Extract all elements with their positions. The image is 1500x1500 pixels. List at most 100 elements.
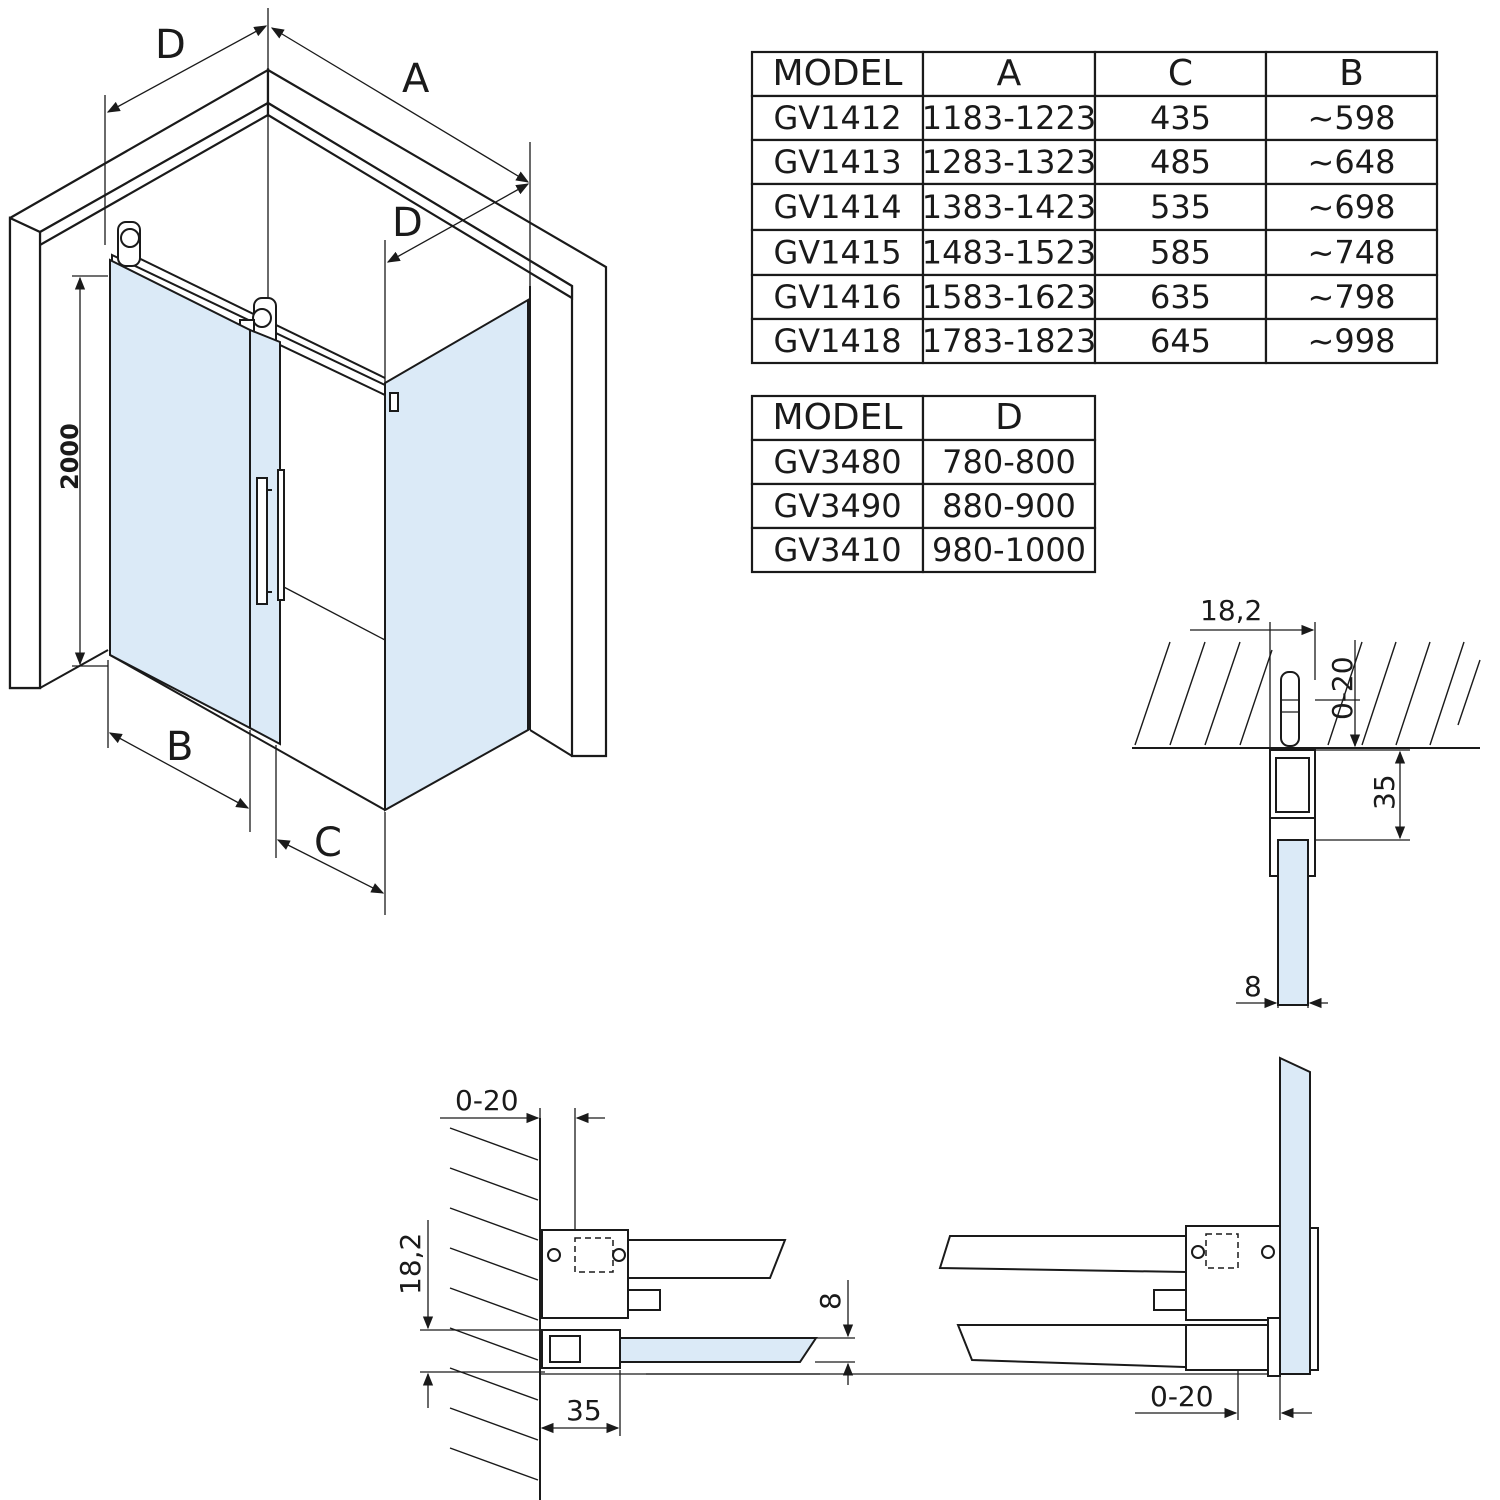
table-cell-text: ~648 [1308,143,1396,181]
dimension-b: B [107,660,251,832]
dimension-d-top: D [104,8,269,245]
detail-glass [1277,839,1309,1006]
wall-bracket-right [1185,1225,1281,1321]
table-cell [1264,138,1439,186]
label-d-right: D [392,200,423,246]
table-cell-text: 645 [1150,322,1211,360]
table-cell [1264,273,1439,321]
table-cell [921,317,1097,365]
table-cell [750,482,925,530]
wall-bracket-left [541,1229,629,1319]
table-cell [750,317,925,365]
roller-left [117,221,141,267]
table-cell-text: ~998 [1308,322,1396,360]
detail-top-width: 18,2 [1200,594,1262,627]
table-cell [1264,228,1439,277]
label-a: A [402,56,430,102]
screw [1280,671,1300,747]
table-header-text: B [1339,53,1364,94]
table-cell-text: ~798 [1308,278,1396,316]
table-header-text: D [995,397,1023,438]
table-cell [1093,182,1268,232]
table-cell-text: 535 [1150,188,1211,226]
table-cell-text: ~698 [1308,188,1396,226]
dimension-d-right: D [384,183,530,390]
side-glass-panel [384,298,529,812]
fixed-glass-left [109,258,251,730]
table-cell-text: 635 [1150,278,1211,316]
table-cell-text: GV1412 [773,99,901,137]
table-cell-text: GV1415 [773,234,901,272]
table-header-text: C [1168,53,1193,94]
rail-left [627,1239,787,1279]
table-header-cell [921,394,1097,442]
label-b: B [166,724,193,770]
table-cell-text: GV1416 [773,278,901,316]
table-cell-text: GV3480 [773,443,901,481]
table-cell-text: 1783-1823 [922,322,1096,360]
table-cell-text: 980-1000 [932,531,1086,569]
ceiling-hatch [1134,641,1481,746]
table-cell [921,526,1097,574]
table-cell-text: GV1414 [773,188,901,226]
table-cell-text: GV1418 [773,322,901,360]
table-cell [1264,94,1439,142]
table-cell-text: 1583-1623 [922,278,1096,316]
table-cell [750,228,925,277]
table-cell-text: 1283-1323 [922,143,1096,181]
table-cell [1264,182,1439,232]
detail-bottom-left: 0-20 18,2 35 8 [394,1084,1290,1500]
wall-hatch-left [449,1127,539,1481]
table-cell-text: GV1413 [773,143,901,181]
side-glass-detail [1279,1056,1311,1375]
table-cell [1264,317,1439,365]
rail-right [938,1235,1187,1274]
table-cell-text: GV3410 [773,531,901,569]
detail-left-adjust: 0-20 [455,1084,519,1117]
table-cell-text: 1483-1523 [922,234,1096,272]
dimension-c: C [275,745,386,915]
detail-left-glass: 8 [814,1292,847,1310]
detail-left-depth: 35 [566,1394,602,1427]
table-cell [1093,317,1268,365]
table-cell-text: 585 [1150,234,1211,272]
table-cell [1093,138,1268,186]
detail-top-section: 18,2 0-20 35 8 [1132,594,1481,1009]
wall-bracket [389,392,399,412]
dimension-a: A [270,27,531,290]
left-wall [8,68,270,690]
table-cell [750,438,925,486]
detail-left-width: 18,2 [394,1233,427,1295]
detail-right-adjust: 0-20 [1150,1380,1214,1413]
table-cell-text: ~748 [1308,234,1396,272]
detail-top-depth: 35 [1368,774,1401,810]
table-cell-text: 1383-1423 [922,188,1096,226]
detail-top-glass: 8 [1244,970,1262,1003]
table-cell-text: 1183-1223 [922,99,1096,137]
detail-bottom-right: 0-20 [938,1056,1319,1420]
table-cell-text: GV3490 [773,487,901,525]
table-cell-text: 880-900 [942,487,1076,525]
table-header-text: MODEL [773,397,903,438]
table-header-cell [921,50,1097,98]
dimension-height: 2000 [56,275,108,667]
table-cell-text: 780-800 [942,443,1076,481]
table-header-cell [750,50,925,98]
label-c: C [314,820,342,866]
table-cell-text: ~598 [1308,99,1396,137]
table-header-cell [750,394,925,442]
table-cell-text: 485 [1150,143,1211,181]
table-cell [750,94,925,142]
table-cell [1093,94,1268,142]
table-header-text: MODEL [773,53,903,94]
door-handle [256,469,285,605]
label-height: 2000 [56,423,84,490]
glass-left [619,1337,818,1363]
floor-line [279,584,386,641]
table-header-text: A [997,53,1022,94]
detail-top-adjust: 0-20 [1326,656,1359,720]
isometric-view: D A D 2000 B [8,8,608,915]
